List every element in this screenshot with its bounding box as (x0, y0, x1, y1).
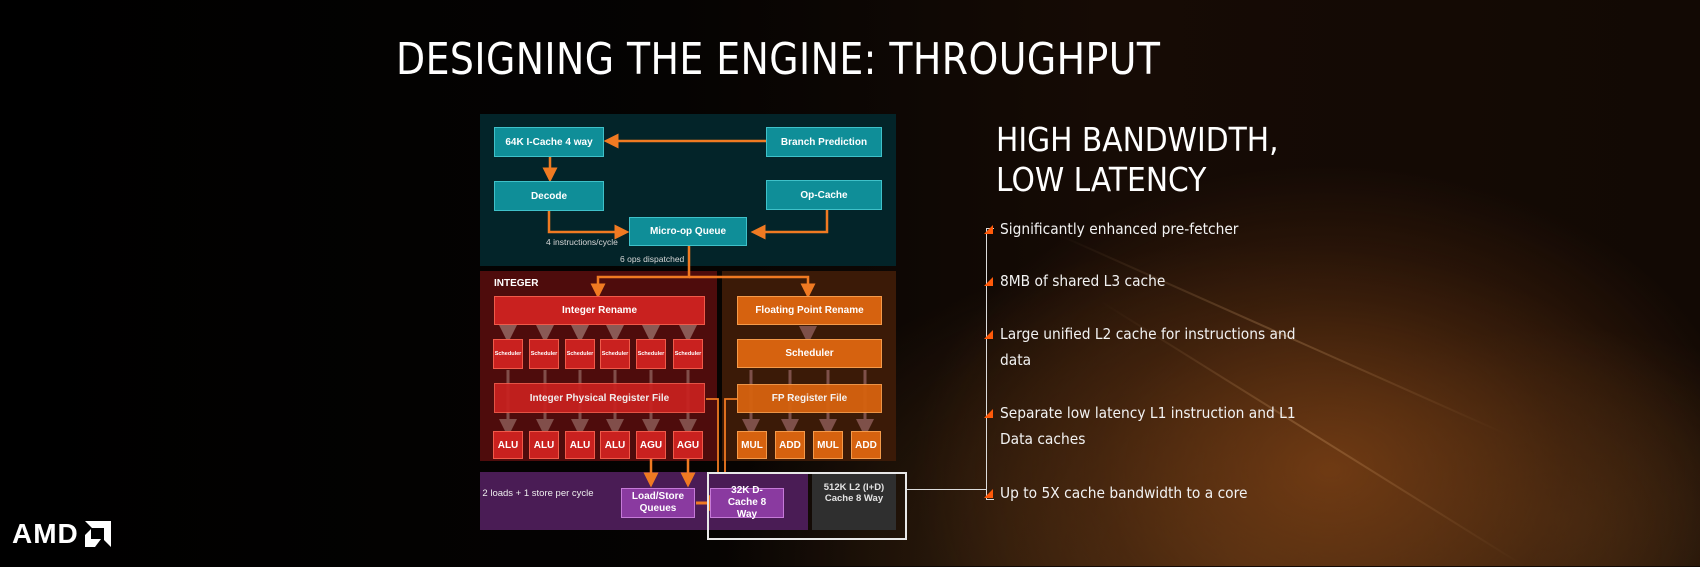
dcache-box: 32K D-Cache 8 Way (710, 485, 784, 520)
triangle-bullet-icon (984, 225, 993, 234)
decode-box: Decode (494, 181, 604, 211)
int-scheduler: Scheduler (636, 339, 666, 369)
triangle-bullet-icon (984, 330, 993, 339)
slide-title: DESIGNING THE ENGINE: THROUGHPUT (396, 34, 1161, 85)
amd-logo: AMD (12, 518, 113, 550)
fp-unit: MUL (737, 431, 767, 459)
amd-arrow-logo-icon (84, 521, 111, 547)
int-unit: AGU (636, 431, 666, 459)
load-store-queues-box: Load/Store Queues (621, 488, 695, 518)
int-rename-arrows (499, 325, 697, 343)
int-scheduler: Scheduler (493, 339, 523, 369)
fp-unit: ADD (851, 431, 881, 459)
l2-cache-panel (812, 472, 896, 530)
bullet-item: Up to 5X cache bandwidth to a core (984, 480, 1340, 506)
arrow-decode-to-queue (547, 211, 630, 240)
heading-line-2: LOW LATENCY (996, 160, 1207, 199)
icache-box: 64K I-Cache 4 way (494, 127, 604, 157)
fp-scheduler-box: Scheduler (737, 339, 882, 368)
arrow-opcache-to-queue (750, 210, 829, 240)
bullet-item: 8MB of shared L3 cache (984, 268, 1340, 294)
op-cache-box: Op-Cache (766, 180, 882, 210)
int-scheduler: Scheduler (529, 339, 559, 369)
integer-rename-box: Integer Rename (494, 296, 705, 325)
fp-register-file-box: FP Register File (737, 384, 882, 413)
bullet-item: Significantly enhanced pre-fetcher (984, 216, 1340, 242)
int-unit: ALU (565, 431, 595, 459)
dispatch-rate-label: 6 ops dispatched (620, 254, 685, 264)
branch-prediction-box: Branch Prediction (766, 127, 882, 157)
bracket-connector (907, 489, 986, 490)
triangle-bullet-icon (984, 409, 993, 418)
arrow-dispatch-fp (689, 275, 816, 299)
int-scheduler: Scheduler (673, 339, 703, 369)
fp-unit: ADD (775, 431, 805, 459)
int-scheduler: Scheduler (565, 339, 595, 369)
integer-label: INTEGER (494, 278, 539, 289)
l2-cache-label: 512K L2 (I+D) Cache 8 Way (823, 482, 885, 504)
load-store-rate-label: 2 loads + 1 store per cycle (482, 488, 594, 499)
triangle-bullet-icon (984, 277, 993, 286)
decode-rate-label: 4 instructions/cycle (546, 237, 618, 247)
int-unit: ALU (600, 431, 630, 459)
link-fp-regfile-dcache (724, 398, 737, 474)
highlights-heading: HIGH BANDWIDTH, LOW LATENCY (996, 120, 1279, 200)
triangle-bullet-icon (984, 489, 993, 498)
integer-register-file-box: Integer Physical Register File (494, 383, 705, 413)
l1-l2-highlight-frame (707, 472, 907, 540)
bullet-item: Separate low latency L1 instruction and … (984, 400, 1340, 452)
fp-rename-box: Floating Point Rename (737, 296, 882, 325)
bullet-item: Large unified L2 cache for instructions … (984, 321, 1340, 373)
int-scheduler: Scheduler (600, 339, 630, 369)
int-unit: ALU (529, 431, 559, 459)
int-unit: AGU (673, 431, 703, 459)
link-int-regfile-dcache (706, 398, 719, 474)
micro-op-queue-box: Micro-op Queue (629, 217, 747, 246)
bullet-bracket (986, 228, 994, 500)
fp-unit: MUL (813, 431, 843, 459)
int-unit: ALU (493, 431, 523, 459)
heading-line-1: HIGH BANDWIDTH, (996, 120, 1279, 159)
arrow-dispatch (590, 246, 691, 299)
logo-text: AMD (12, 518, 79, 549)
